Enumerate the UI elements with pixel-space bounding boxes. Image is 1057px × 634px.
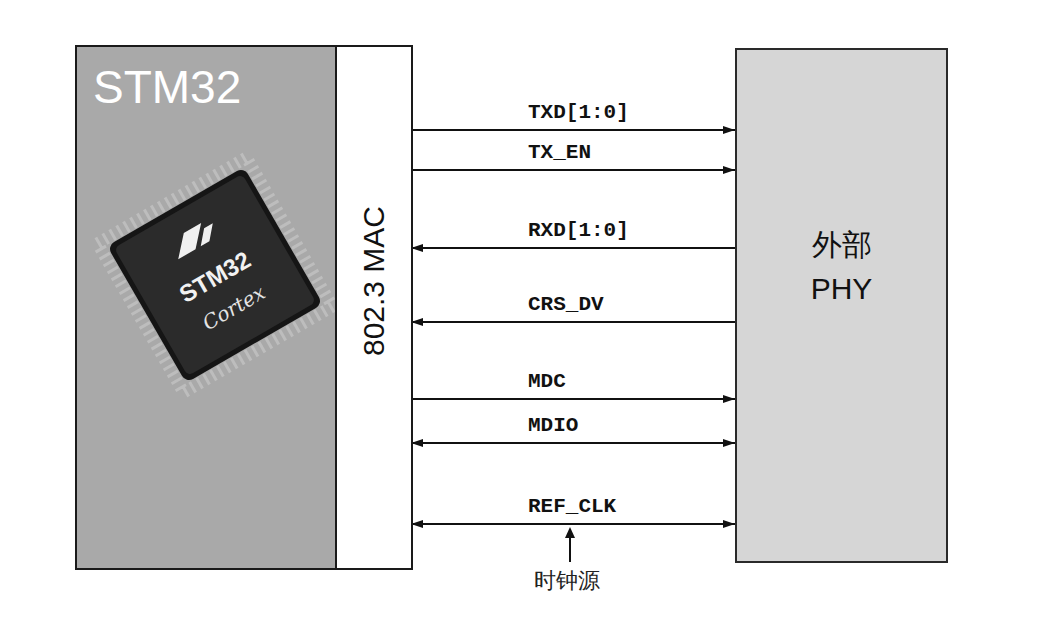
leader-arrowhead — [565, 527, 575, 538]
signal-name: TXD[1:0] — [528, 101, 629, 124]
signal-line — [411, 398, 735, 400]
phy-block: 外部 PHY — [735, 48, 948, 563]
signal-name: MDC — [528, 370, 566, 393]
chip-logo — [168, 218, 220, 259]
signal-line — [411, 321, 735, 323]
mac-block: 802.3 MAC — [335, 47, 411, 568]
signal-line — [411, 442, 735, 444]
chip-name-title: STM32 — [93, 61, 241, 114]
signal-line — [411, 523, 735, 525]
signal-name: TX_EN — [528, 141, 591, 164]
signal-line — [411, 169, 735, 171]
signal-line — [411, 129, 735, 131]
mac-label: 802.3 MAC — [357, 206, 392, 356]
chip-top — [114, 174, 316, 376]
signal-line — [411, 247, 735, 249]
signal-name: RXD[1:0] — [528, 219, 629, 242]
clock-source-label: 时钟源 — [534, 568, 600, 593]
signal-name: CRS_DV — [528, 293, 604, 316]
signal-name: REF_CLK — [528, 495, 616, 518]
chip-body — [107, 167, 323, 383]
chip-pins — [98, 158, 333, 393]
phy-label: 外部 PHY — [800, 223, 884, 311]
chip-illustration — [77, 47, 335, 568]
leader-line — [569, 535, 571, 562]
signal-name: MDIO — [528, 414, 578, 437]
